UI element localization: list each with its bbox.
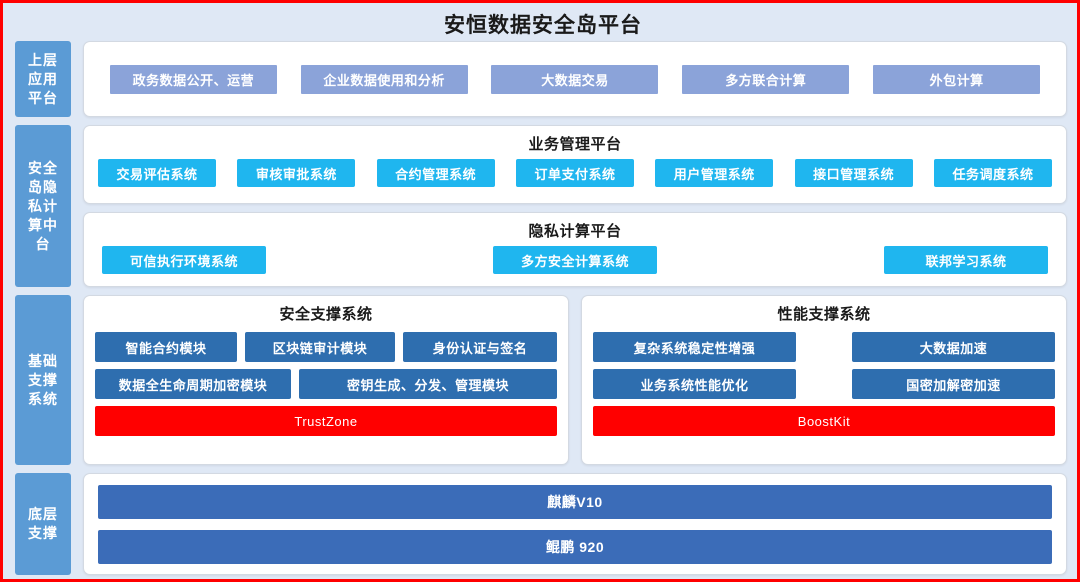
biz-chip-review-approval[interactable]: 审核审批系统 [237,159,356,187]
application-card: 政务数据公开、运营 企业数据使用和分析 大数据交易 多方联合计算 外包计算 [83,41,1067,117]
app-chip-enterprise-data[interactable]: 企业数据使用和分析 [300,64,468,94]
base-panel-area: 安全支撑系统 智能合约模块 区块链审计模块 身份认证与签名 数据全生命周期加密模… [83,295,1067,465]
layer-middle-platform: 安全岛隐私计算中台 业务管理平台 交易评估系统 审核审批系统 合约管理系统 订单… [15,125,1067,287]
sidebar-label-application: 上层应用平台 [15,41,71,117]
sec-chip-smart-contract[interactable]: 智能合约模块 [95,332,237,362]
security-support-row-1: 智能合约模块 区块链审计模块 身份认证与签名 [95,332,557,362]
biz-chip-trade-assessment[interactable]: 交易评估系统 [98,159,216,187]
bottom-support-card: 麒麟V10 鲲鹏 920 [83,473,1067,575]
layer-base-support: 基础支撑系统 安全支撑系统 智能合约模块 区块链审计模块 身份认证与签名 数据全… [15,295,1067,465]
base-dual-columns: 安全支撑系统 智能合约模块 区块链审计模块 身份认证与签名 数据全生命周期加密模… [83,295,1067,465]
sec-chip-identity-signature[interactable]: 身份认证与签名 [403,332,557,362]
sec-chip-trustzone[interactable]: TrustZone [95,406,557,436]
priv-chip-tee[interactable]: 可信执行环境系统 [102,246,266,274]
sidebar-label-base: 基础支撑系统 [15,295,71,465]
business-platform-title: 业务管理平台 [528,136,622,153]
bottom-panel-area: 麒麟V10 鲲鹏 920 [83,473,1067,575]
security-support-row-2: 数据全生命周期加密模块 密钥生成、分发、管理模块 [95,369,557,399]
app-chip-outsourced-compute[interactable]: 外包计算 [873,64,1041,94]
performance-support-row-3: BoostKit [593,406,1055,436]
perf-chip-stability-enhancement[interactable]: 复杂系统稳定性增强 [593,332,796,362]
performance-support-row-1: 复杂系统稳定性增强 大数据加速 [593,332,1055,362]
perf-chip-bigdata-acceleration[interactable]: 大数据加速 [852,332,1055,362]
sidebar-label-bottom-text: 底层支撑 [28,506,58,541]
sidebar-label-base-text: 基础支撑系统 [28,352,58,407]
sidebar-label-middle: 安全岛隐私计算中台 [15,125,71,287]
sidebar-label-application-text: 上层应用平台 [28,51,58,106]
priv-chip-mpc[interactable]: 多方安全计算系统 [493,246,657,274]
performance-support-card: 性能支撑系统 复杂系统稳定性增强 大数据加速 业务系统性能优化 国密加解密加速 … [581,295,1067,465]
security-support-card: 安全支撑系统 智能合约模块 区块链审计模块 身份认证与签名 数据全生命周期加密模… [83,295,569,465]
security-support-grid: 智能合约模块 区块链审计模块 身份认证与签名 数据全生命周期加密模块 密钥生成、… [95,332,557,436]
middle-panel-area: 业务管理平台 交易评估系统 审核审批系统 合约管理系统 订单支付系统 用户管理系… [83,125,1067,287]
bottom-chip-kylin-v10[interactable]: 麒麟V10 [98,484,1052,519]
biz-chip-contract-management[interactable]: 合约管理系统 [376,159,495,187]
app-chip-multiparty-compute[interactable]: 多方联合计算 [682,64,850,94]
page-title: 安恒数据安全岛平台 [444,14,642,37]
sec-chip-key-management[interactable]: 密钥生成、分发、管理模块 [299,369,557,399]
biz-chip-order-payment[interactable]: 订单支付系统 [515,159,634,187]
application-panel-area: 政务数据公开、运营 企业数据使用和分析 大数据交易 多方联合计算 外包计算 [83,41,1067,117]
app-chip-bigdata-trade[interactable]: 大数据交易 [491,64,659,94]
application-chip-list: 政务数据公开、运营 企业数据使用和分析 大数据交易 多方联合计算 外包计算 [84,64,1066,94]
security-support-row-3: TrustZone [95,406,557,436]
performance-support-grid: 复杂系统稳定性增强 大数据加速 业务系统性能优化 国密加解密加速 BoostKi… [593,332,1055,436]
biz-chip-task-scheduling[interactable]: 任务调度系统 [933,159,1052,187]
privacy-platform-title: 隐私计算平台 [528,223,622,240]
business-platform-card: 业务管理平台 交易评估系统 审核审批系统 合约管理系统 订单支付系统 用户管理系… [83,125,1067,204]
layer-bottom-support: 底层支撑 麒麟V10 鲲鹏 920 [15,473,1067,575]
layer-application: 上层应用平台 政务数据公开、运营 企业数据使用和分析 大数据交易 多方联合计算 … [15,41,1067,117]
sidebar-label-middle-text: 安全岛隐私计算中台 [28,159,58,252]
performance-support-row-2: 业务系统性能优化 国密加解密加速 [593,369,1055,399]
biz-chip-user-management[interactable]: 用户管理系统 [655,159,774,187]
perf-chip-sm-crypto-acceleration[interactable]: 国密加解密加速 [852,369,1055,399]
sec-chip-lifecycle-encryption[interactable]: 数据全生命周期加密模块 [95,369,291,399]
business-platform-chip-list: 交易评估系统 审核审批系统 合约管理系统 订单支付系统 用户管理系统 接口管理系… [84,154,1066,187]
performance-support-title: 性能支撑系统 [777,306,871,323]
app-chip-gov-data[interactable]: 政务数据公开、运营 [109,64,277,94]
perf-chip-business-optimization[interactable]: 业务系统性能优化 [593,369,796,399]
bottom-chip-kunpeng-920[interactable]: 鲲鹏 920 [98,529,1052,564]
sidebar-label-bottom: 底层支撑 [15,473,71,575]
security-support-title: 安全支撑系统 [279,306,373,323]
privacy-platform-chip-list: 可信执行环境系统 多方安全计算系统 联邦学习系统 [84,241,1066,274]
biz-chip-interface-management[interactable]: 接口管理系统 [794,159,913,187]
sec-chip-blockchain-audit[interactable]: 区块链审计模块 [245,332,395,362]
priv-chip-federated-learning[interactable]: 联邦学习系统 [884,246,1048,274]
perf-chip-boostkit[interactable]: BoostKit [593,406,1055,436]
privacy-platform-card: 隐私计算平台 可信执行环境系统 多方安全计算系统 联邦学习系统 [83,212,1067,287]
